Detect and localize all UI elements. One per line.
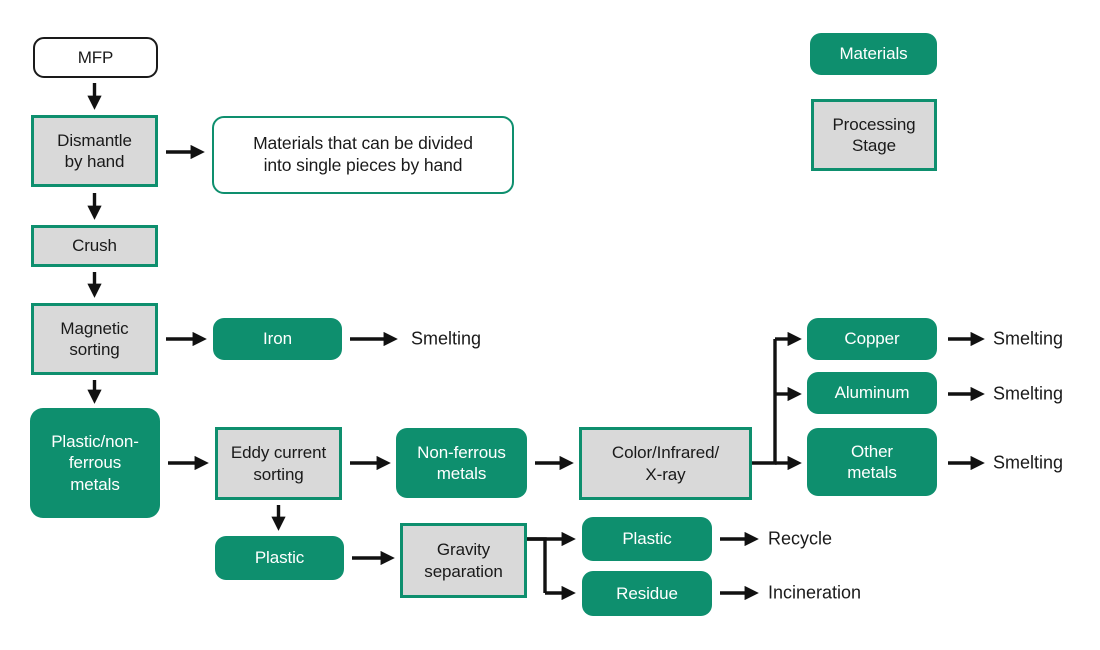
node-plastic-sorted: Plastic xyxy=(215,536,344,580)
label-smelting-other: Smelting xyxy=(993,452,1064,473)
node-iron: Iron xyxy=(213,318,342,360)
label-recycle: Recycle xyxy=(768,528,833,549)
node-magnetic-sorting: Magnetic sorting xyxy=(31,303,158,375)
node-color-infrared-xray: Color/Infrared/ X-ray xyxy=(579,427,752,500)
node-plastic-output: Plastic xyxy=(582,517,712,561)
node-dismantle-by-hand: Dismantle by hand xyxy=(31,115,158,187)
legend-materials: Materials xyxy=(810,33,937,75)
node-residue: Residue xyxy=(582,571,712,616)
node-copper: Copper xyxy=(807,318,937,360)
label-smelting-iron: Smelting xyxy=(411,328,482,349)
node-aluminum: Aluminum xyxy=(807,372,937,414)
node-mfp: MFP xyxy=(33,37,158,78)
label-smelting-copper: Smelting xyxy=(993,328,1064,349)
label-smelting-aluminum: Smelting xyxy=(993,383,1064,404)
node-other-metals: Other metals xyxy=(807,428,937,496)
node-plastic-nonferrous-metals: Plastic/non- ferrous metals xyxy=(30,408,160,518)
node-crush: Crush xyxy=(31,225,158,267)
node-nonferrous-metals: Non-ferrous metals xyxy=(396,428,527,498)
legend-processing-stage: Processing Stage xyxy=(811,99,937,171)
note-dismantle-description: Materials that can be divided into singl… xyxy=(212,116,514,194)
node-eddy-current-sorting: Eddy current sorting xyxy=(215,427,342,500)
node-gravity-separation: Gravity separation xyxy=(400,523,527,598)
label-incineration: Incineration xyxy=(768,582,862,603)
